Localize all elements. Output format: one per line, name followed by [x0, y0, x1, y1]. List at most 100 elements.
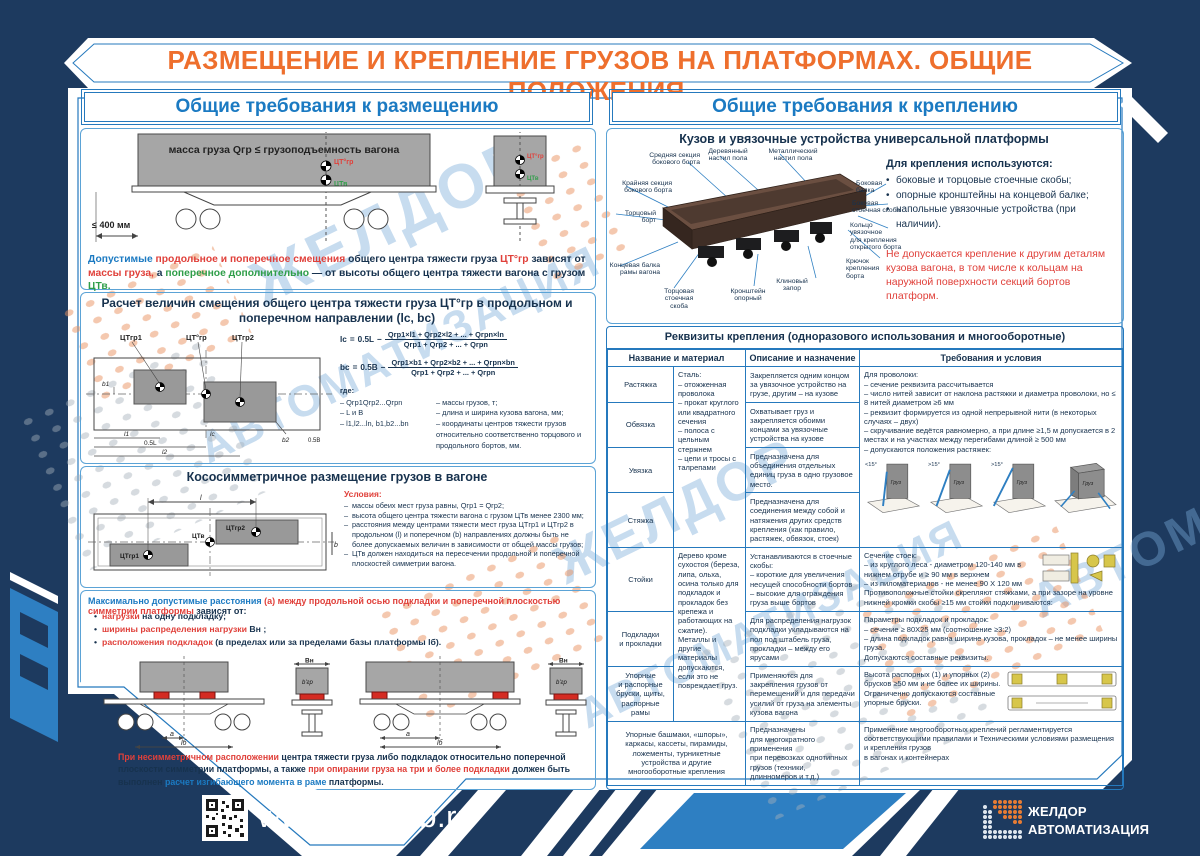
svg-text:lб: lб — [437, 739, 444, 747]
table-header-row: Название и материал Описание и назначени… — [607, 348, 1123, 368]
skew-symmetric-diagram: ЦТгр1 ЦТв ЦТгр2 l b — [88, 495, 338, 576]
svg-text:Bн: Bн — [305, 658, 314, 665]
svg-text:Груз: Груз — [891, 480, 902, 486]
svg-text:b1: b1 — [102, 381, 110, 388]
formula-lc: lс= 0.5L− Qгр1×l1 + Qгр2×l2 + ... + Qгрn… — [340, 330, 590, 349]
svg-text:ЦТ°гр: ЦТ°гр — [186, 333, 207, 342]
callout-label: Средняя секция бокового борта — [649, 152, 700, 167]
tie-position-diagrams: <15° Груз >15° Груз — [864, 457, 1118, 515]
cell-name: Увязка — [607, 447, 674, 494]
col-header-description: Описание и назначение — [745, 348, 861, 368]
placement-caption: Допустимые продольное и поперечное смеще… — [88, 254, 589, 293]
fastening-uses: Для крепления используются: боковые и то… — [886, 158, 1118, 232]
fastening-warning: Не допускается крепление к другим деталя… — [886, 248, 1106, 302]
svg-text:ЦТв: ЦТв — [334, 181, 348, 188]
svg-text:ЦТгр1: ЦТгр1 — [120, 333, 142, 342]
cell-name: Упорные и распорные бруски, щиты, распор… — [607, 666, 674, 722]
svg-text:≤ 400 мм: ≤ 400 мм — [92, 220, 131, 230]
cell-description: Применяются для закрепления грузов от пе… — [745, 666, 861, 722]
svg-text:b2: b2 — [282, 437, 290, 444]
svg-text:ЦТ°гр: ЦТ°гр — [527, 154, 544, 160]
svg-text:Bн: Bн — [559, 658, 568, 665]
cell-name: Стяжка — [607, 492, 674, 549]
zheldor-logo-text: ЖЕЛДОР АВТОМАТИЗАЦИЯ — [1028, 804, 1150, 837]
cell-description: Предназначена для объединения отдельных … — [745, 447, 861, 494]
cell-description: Предназначены для многократного применен… — [745, 720, 861, 787]
svg-text:lс: lс — [210, 431, 215, 438]
table-row: Стойки Дерево кроме сухостоя (береза, ли… — [607, 547, 1123, 722]
table-row: Увязка Предназначена для объединения отд… — [607, 447, 1123, 494]
svg-text:а: а — [170, 731, 174, 738]
pads-side-view-1: а lб — [103, 656, 265, 749]
offset-formulas: lс= 0.5L− Qгр1×l1 + Qгр2×l2 + ... + Qгрn… — [340, 330, 590, 451]
fastening-uses-list: боковые и торцовые стоечные скобы;опорны… — [886, 174, 1118, 232]
callout-label: Деревянный настил пола — [708, 148, 748, 163]
svg-text:l1: l1 — [124, 431, 129, 438]
skew-symmetric-conditions: Условия: массы обеих мест груза равны, Q… — [344, 489, 590, 568]
pads-distance-caption: При несимметричном расположении центра т… — [118, 752, 573, 787]
formula-bc: bс= 0.5B− Qгр1×b1 + Qгр2×b2 + ... + Qгрn… — [340, 358, 590, 377]
col-header-name: Название и материал — [607, 348, 747, 368]
svg-text:0.5L: 0.5L — [144, 440, 157, 447]
stake-wedge-diagram — [1086, 554, 1116, 582]
svg-text:ЦТв: ЦТв — [527, 176, 539, 182]
callout-label: Торцовый борт — [624, 210, 656, 225]
offset-calculation-title: Расчет величин смещения общего центра тя… — [101, 296, 573, 325]
table-row: Растяжка Сталь: – отожженная проволока –… — [607, 366, 1123, 549]
tie-angle-diagram-3d: Груз — [1054, 463, 1117, 513]
cell-requirements: Применение многооборотных креплений регл… — [859, 720, 1123, 787]
cell-description: Для распределения нагрузок подкладки укл… — [745, 611, 861, 668]
svg-text:ЦТв: ЦТв — [192, 533, 204, 540]
svg-text:b'гр: b'гр — [302, 680, 313, 686]
cell-material-wood: Дерево кроме сухостоя (береза, липа, оль… — [672, 547, 747, 722]
platform-body-title: Кузов и увязочные устройства универсальн… — [679, 132, 1049, 146]
svg-text:>15°: >15° — [928, 462, 940, 468]
pads-end-view-1: Bн b'гр — [291, 658, 333, 737]
cell-description: Охватывает груз и закрепляется обоими ко… — [745, 402, 861, 449]
cell-description: Закрепляется одним концом за увязочное у… — [745, 366, 861, 404]
svg-text:lб: lб — [181, 739, 188, 747]
qr-code — [202, 795, 248, 841]
pads-end-view-2: Bн b'гр — [545, 658, 587, 737]
svg-text:Груз: Груз — [1017, 480, 1028, 486]
tie-angle-diagram-3: >15° Груз — [991, 462, 1047, 514]
svg-text:b: b — [334, 542, 338, 549]
cell-requirements-wire: Для проволоки: – сечение реквизита рассч… — [859, 366, 1123, 549]
website-url[interactable]: www.zdaspb.ru — [258, 799, 475, 834]
svg-text:а: а — [406, 731, 410, 738]
cell-material-steel: Сталь: – отожженная проволока – прокат к… — [672, 366, 747, 549]
callout-label: Концевая балка рамы вагона — [609, 262, 660, 277]
fastening-requisites-table: Реквизиты крепления (одноразового исполь… — [606, 326, 1124, 790]
cell-name: Обвязка — [607, 402, 674, 449]
page-title: РАЗМЕЩЕНИЕ И КРЕПЛЕНИЕ ГРУЗОВ НА ПЛАТФОР… — [167, 45, 1033, 106]
table-row: Упорные башмаки, «шпоры», каркасы, кассе… — [607, 720, 1123, 787]
svg-text:Груз: Груз — [954, 480, 965, 486]
callout-label: Крючок крепления борта — [846, 258, 880, 280]
cell-name: Стойки — [607, 547, 674, 613]
cell-description: Устанавливаются в стоечные скобы: – коро… — [745, 547, 861, 613]
stake-section-diagram — [1042, 552, 1079, 584]
svg-text:0.5B: 0.5B — [308, 438, 320, 444]
cell-name: Подкладки и прокладки — [607, 611, 674, 668]
svg-text:Груз: Груз — [1083, 481, 1094, 487]
tie-angle-diagram-1: <15° Груз — [865, 462, 921, 514]
svg-text:l2: l2 — [162, 449, 167, 456]
svg-text:l: l — [200, 495, 202, 502]
callout-label: Торцовая стоечная скоба — [664, 288, 694, 310]
stake-diagrams — [1041, 551, 1118, 585]
pads-distance-bullets: •нагрузки на одну подкладку; •ширины рас… — [94, 611, 442, 648]
left-column-header: Общие требования к размещению — [80, 88, 594, 126]
col-header-requirements: Требования и условия — [859, 348, 1123, 368]
svg-text:ЦТгр2: ЦТгр2 — [232, 333, 254, 342]
callout-label: Кольцо увязочное для крепления открытого… — [850, 222, 902, 252]
svg-text:ЦТгр1: ЦТгр1 — [120, 553, 139, 560]
svg-text:масса груза Qгр ≤ грузоподъемн: масса груза Qгр ≤ грузоподъемность вагон… — [169, 144, 400, 156]
cell-name-reusable: Упорные башмаки, «шпоры», каркасы, кассе… — [607, 720, 747, 787]
cell-requirements-bars: Высота распорных (1) и упорных (2) бруск… — [859, 666, 1123, 722]
tie-angle-diagram-2: >15° Груз — [928, 462, 984, 514]
callout-label: Крайняя секция бокового борта — [622, 180, 672, 195]
svg-text:ЦТ°гр: ЦТ°гр — [334, 158, 353, 166]
bars-diagram — [1007, 671, 1117, 711]
zheldor-logo-icon — [983, 800, 1022, 839]
